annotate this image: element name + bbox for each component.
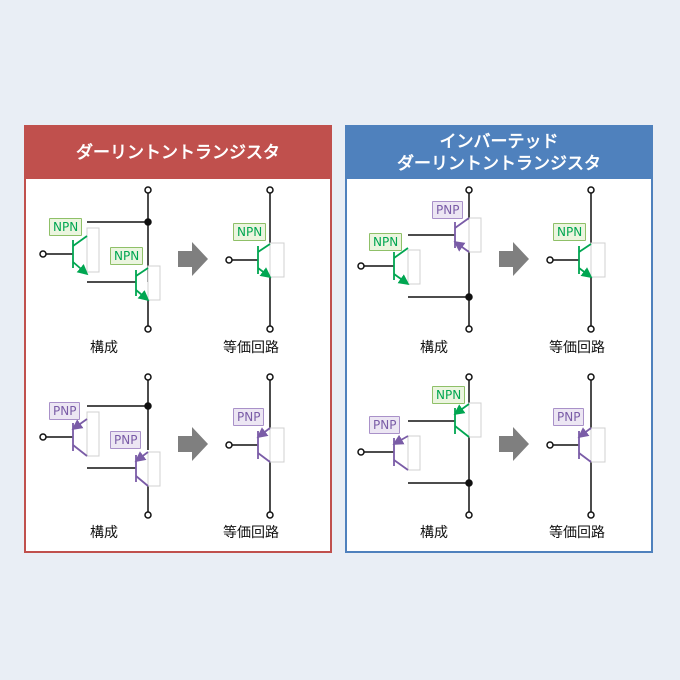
equivalent-circuit-label: 等価回路 [549,340,605,356]
pnp-tag: PNP [49,402,81,420]
title-line: ダーリントントランジスタ [76,143,280,163]
npn-tag: NPN [553,223,587,241]
pnp-tag: PNP [553,408,585,426]
title-line: ダーリントントランジスタ [397,154,601,174]
title-line: インバーテッド [439,132,559,152]
darlington-panel-title: ダーリントントランジスタ [26,127,330,179]
pnp-tag: PNP [369,416,401,434]
npn-tag: NPN [432,386,466,404]
equivalent-circuit-label: 等価回路 [223,340,279,356]
npn-tag: NPN [369,233,403,251]
equivalent-circuit-label: 等価回路 [549,525,605,541]
inverted-darlington-panel-title: インバーテッド ダーリントントランジスタ [347,127,651,179]
npn-tag: NPN [110,247,144,265]
pnp-tag: PNP [432,201,464,219]
npn-tag: NPN [233,223,267,241]
config-label: 構成 [90,340,118,356]
config-label: 構成 [90,525,118,541]
config-label: 構成 [420,525,448,541]
darlington-panel: ダーリントントランジスタ [24,125,332,553]
pnp-tag: PNP [233,408,265,426]
inverted-darlington-panel: インバーテッド ダーリントントランジスタ [345,125,653,553]
config-label: 構成 [420,340,448,356]
npn-tag: NPN [49,218,83,236]
equivalent-circuit-label: 等価回路 [223,525,279,541]
pnp-tag: PNP [110,431,142,449]
